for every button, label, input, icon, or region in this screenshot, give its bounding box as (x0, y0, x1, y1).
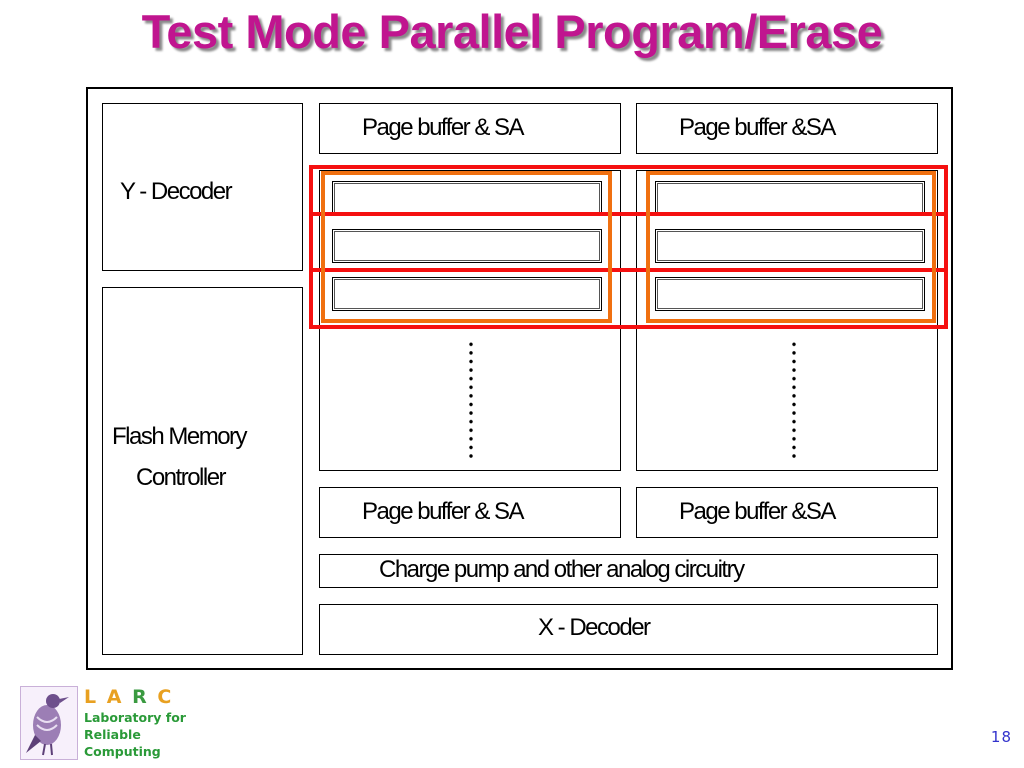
logo-line-2: Reliable (84, 727, 141, 742)
page-cell-right-1 (655, 181, 925, 215)
page-cell-left-1 (332, 181, 602, 215)
page-buffer-bottom-left-label: Page buffer & SA (362, 498, 525, 525)
page-buffer-top-left-label: Page buffer & SA (362, 114, 525, 141)
controller-label-line2: Controller (136, 464, 227, 491)
more-rows-ellipsis-left (468, 340, 474, 460)
flash-memory-controller-block: Flash Memory Controller (102, 287, 303, 655)
page-number: 18 (990, 728, 1012, 746)
page-cell-right-2 (655, 229, 925, 263)
y-decoder-block: Y - Decoder (102, 103, 303, 271)
charge-pump-label: Charge pump and other analog circuitry (379, 556, 745, 583)
logo-line-3: Computing (84, 744, 161, 759)
logo-line-1: Laboratory for (84, 710, 186, 725)
page-buffer-top-right-label: Page buffer &SA (679, 114, 836, 141)
controller-label-line1: Flash Memory (112, 423, 248, 450)
charge-pump-block: Charge pump and other analog circuitry (319, 554, 938, 588)
page-cell-left-3 (332, 277, 602, 311)
y-decoder-label: Y - Decoder (120, 178, 233, 205)
page-buffer-bottom-right-label: Page buffer &SA (679, 498, 836, 525)
more-rows-ellipsis-right (791, 340, 797, 460)
x-decoder-block: X - Decoder (319, 604, 938, 655)
larc-wordmark: L A R C (84, 686, 173, 708)
page-buffer-bottom-left: Page buffer & SA (319, 487, 621, 538)
page-buffer-bottom-right: Page buffer &SA (636, 487, 938, 538)
page-cell-right-3 (655, 277, 925, 311)
x-decoder-label: X - Decoder (538, 614, 651, 641)
page-cell-left-2 (332, 229, 602, 263)
logo-letter-r: R (132, 686, 149, 708)
page-buffer-top-left: Page buffer & SA (319, 103, 621, 154)
bird-logo-icon (20, 686, 78, 760)
bird-icon (26, 694, 69, 756)
logo-letter-l: L (84, 686, 99, 708)
logo-letter-c: C (157, 686, 174, 708)
memory-array-right (636, 170, 938, 471)
chip-diagram-frame (86, 87, 953, 670)
page-buffer-top-right: Page buffer &SA (636, 103, 938, 154)
logo-letter-a: A (106, 686, 124, 708)
larc-logo: L A R C Laboratory for Reliable Computin… (20, 684, 190, 764)
slide-title: Test Mode Parallel Program/Erase (141, 5, 883, 58)
